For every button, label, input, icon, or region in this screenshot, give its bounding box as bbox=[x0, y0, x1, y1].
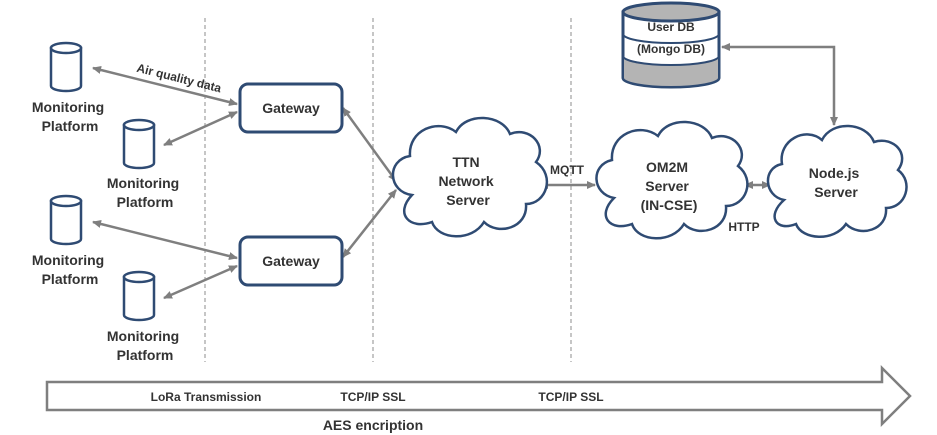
ttn-label: TTN Network Server bbox=[438, 154, 497, 208]
ttn-line-1: TTN bbox=[452, 154, 479, 170]
ttn-network-server: TTN Network Server bbox=[391, 116, 548, 238]
platform-2-line-2: Platform bbox=[117, 194, 174, 210]
monitoring-platform-4: Monitoring Platform bbox=[107, 270, 183, 363]
tcp-ip-label-1: TCP/IP SSL bbox=[340, 390, 405, 404]
link-platform3-gateway2 bbox=[92, 220, 238, 260]
link-userdb-nodejs bbox=[721, 43, 838, 126]
om2m-line-3: (IN-CSE) bbox=[641, 197, 698, 213]
link-platform4-gateway2 bbox=[163, 264, 238, 300]
transport-band: LoRa Transmission TCP/IP SSL TCP/IP SSL bbox=[45, 364, 912, 428]
monitoring-platform-2: Monitoring Platform bbox=[107, 118, 183, 210]
platform-2-label: Monitoring Platform bbox=[107, 175, 183, 210]
user-db: User DB (Mongo DB) bbox=[621, 1, 721, 89]
http-label: HTTP bbox=[728, 220, 759, 234]
nodejs-line-2: Server bbox=[814, 184, 858, 200]
platform-1-line-2: Platform bbox=[42, 118, 99, 134]
platform-3-line-2: Platform bbox=[42, 271, 99, 287]
platform-4-line-1: Monitoring bbox=[107, 328, 179, 344]
connections bbox=[92, 43, 838, 300]
platform-4-line-2: Platform bbox=[117, 347, 174, 363]
link-platform1-gateway1 bbox=[92, 66, 238, 106]
tcp-ip-label-2: TCP/IP SSL bbox=[538, 390, 603, 404]
platform-1-line-1: Monitoring bbox=[32, 99, 104, 115]
om2m-line-1: OM2M bbox=[646, 159, 688, 175]
monitoring-platform-3: Monitoring Platform bbox=[32, 194, 108, 287]
platform-2-line-1: Monitoring bbox=[107, 175, 179, 191]
om2m-server: OM2M Server (IN-CSE) bbox=[595, 120, 749, 240]
om2m-label: OM2M Server (IN-CSE) bbox=[641, 159, 698, 213]
transport-band-arrow bbox=[45, 364, 912, 428]
user-db-line-2: (Mongo DB) bbox=[637, 42, 705, 56]
link-platform2-gateway1 bbox=[163, 110, 238, 147]
link-gateway1-ttn bbox=[341, 107, 398, 182]
aes-label: AES encription bbox=[323, 417, 423, 433]
platform-4-label: Monitoring Platform bbox=[107, 328, 183, 363]
nodejs-label: Node.js Server bbox=[809, 165, 863, 200]
platform-3-line-1: Monitoring bbox=[32, 252, 104, 268]
nodejs-line-1: Node.js bbox=[809, 165, 860, 181]
platform-1-label: Monitoring Platform bbox=[32, 99, 108, 134]
platform-3-label: Monitoring Platform bbox=[32, 252, 108, 287]
mqtt-label: MQTT bbox=[550, 163, 585, 177]
user-db-line-1: User DB bbox=[647, 20, 695, 34]
ttn-line-2: Network bbox=[438, 173, 493, 189]
ttn-line-3: Server bbox=[446, 192, 490, 208]
monitoring-platform-1: Monitoring Platform bbox=[32, 41, 108, 134]
gateway-1: Gateway bbox=[238, 82, 344, 134]
gateway-1-label: Gateway bbox=[262, 100, 320, 116]
gateway-2: Gateway bbox=[238, 235, 344, 287]
lora-label: LoRa Transmission bbox=[151, 390, 262, 404]
link-gateway2-ttn bbox=[342, 189, 397, 258]
gateway-2-label: Gateway bbox=[262, 253, 320, 269]
om2m-line-2: Server bbox=[645, 178, 689, 194]
nodejs-server: Node.js Server bbox=[766, 124, 908, 238]
